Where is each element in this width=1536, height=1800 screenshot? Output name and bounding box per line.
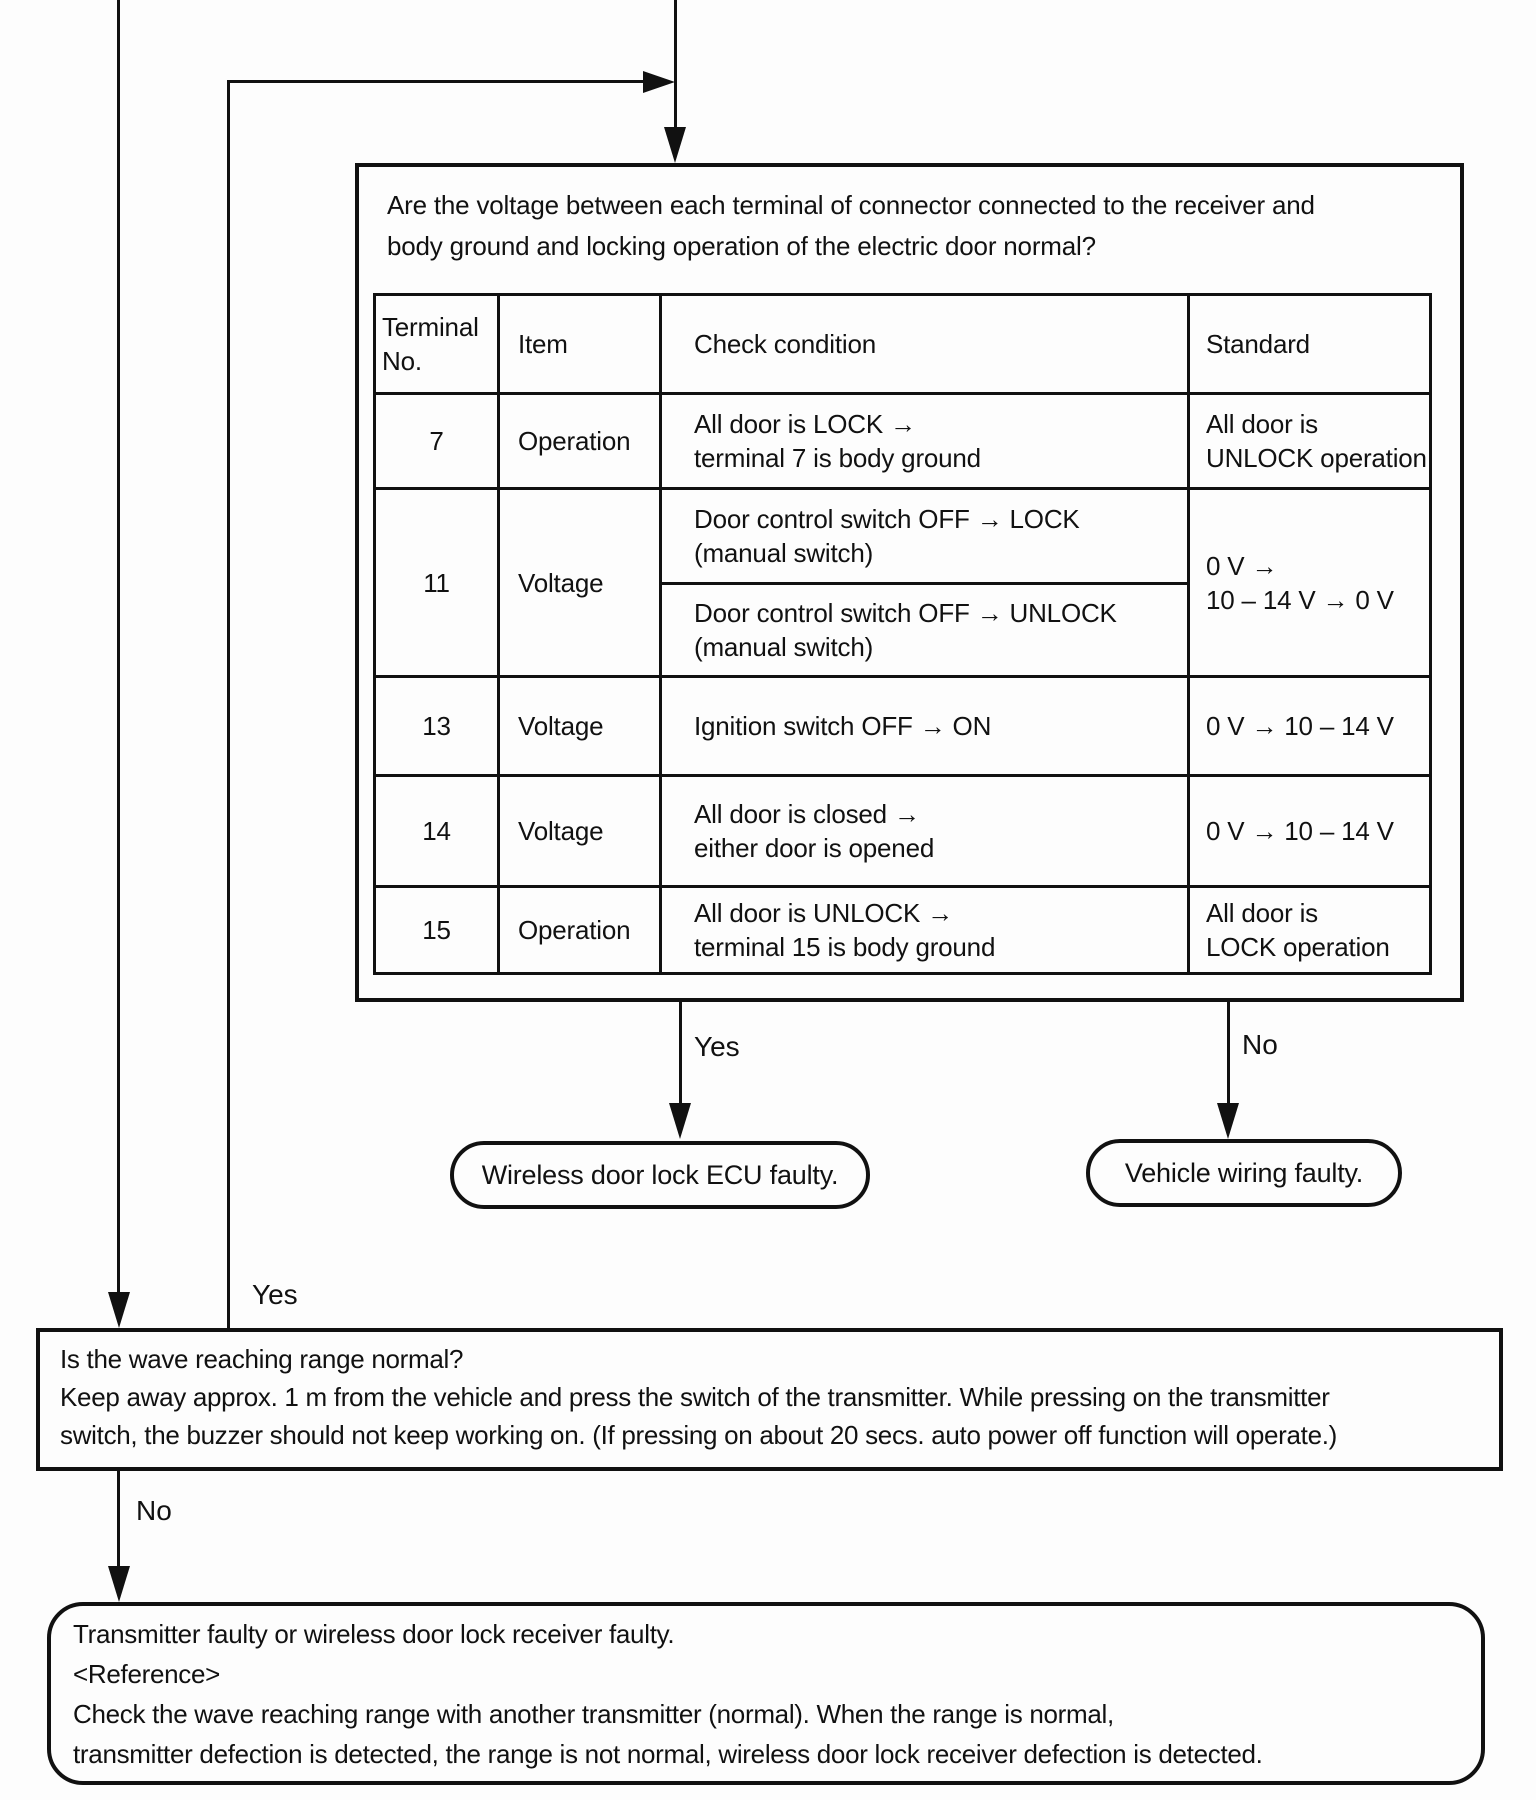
table-cell-row15-standard: All door is LOCK operation — [1206, 898, 1390, 962]
question-box: Are the voltage between each terminal of… — [355, 163, 1464, 1002]
table-cell-row15-item: Operation — [500, 888, 662, 972]
table-cell-row15-check: All door is UNLOCK → terminal 15 is body… — [662, 888, 1190, 972]
arrowhead-yes-loop — [643, 71, 675, 93]
terminal-ecu-faulty: Wireless door lock ECU faulty. — [450, 1141, 870, 1209]
table-cell-row11-standard: 0 V → 10 – 14 V → 0 V — [1190, 490, 1429, 678]
table-cell-row7-item: Operation — [500, 395, 662, 490]
flow-line-branch-no — [1227, 1002, 1230, 1103]
table-cell-row11-check-lock: Door control switch OFF → LOCK (manual s… — [662, 490, 1190, 585]
flow-line-entry-left — [117, 0, 120, 1292]
arrowhead-branch-no — [1217, 1103, 1239, 1139]
arrowhead-into-question-box — [664, 127, 686, 163]
table-header-standard: Standard — [1190, 296, 1429, 395]
arrowhead-branch-yes — [669, 1103, 691, 1139]
table-header-item: Item — [500, 296, 662, 395]
flow-line-wave-no — [117, 1471, 120, 1566]
result-box: Transmitter faulty or wireless door lock… — [47, 1602, 1485, 1785]
question-text: Are the voltage between each terminal of… — [387, 190, 1315, 261]
flow-line-branch-yes — [679, 1002, 682, 1103]
arrowhead-into-result-box — [108, 1566, 130, 1602]
table-cell-row11-terminal: 11 — [376, 490, 500, 678]
flow-line-yes-loop-vertical — [227, 80, 230, 1328]
table-cell-row7-standard: All door is UNLOCK operation — [1190, 395, 1429, 490]
table-cell-row13-terminal: 13 — [376, 678, 500, 777]
table-cell-row11-item: Voltage — [500, 490, 662, 678]
result-text: Transmitter faulty or wireless door lock… — [73, 1619, 1263, 1769]
arrowhead-into-wave-box — [108, 1292, 130, 1328]
wave-question-text: Is the wave reaching range normal? Keep … — [60, 1344, 1338, 1450]
table-header-check-condition: Check condition — [662, 296, 1190, 395]
flow-line-entry-top — [674, 0, 677, 127]
table-cell-row14-terminal: 14 — [376, 777, 500, 888]
table-cell-row13-item: Voltage — [500, 678, 662, 777]
label-loop-yes: Yes — [252, 1279, 298, 1310]
label-wave-no: No — [136, 1495, 172, 1526]
table-cell-row15-terminal: 15 — [376, 888, 500, 972]
table-cell-row14-check: All door is closed → either door is open… — [662, 777, 1190, 888]
check-table: Terminal No. Item Check condition Standa… — [373, 293, 1432, 975]
table-cell-row7-terminal: 7 — [376, 395, 500, 490]
table-cell-row11-check-unlock: Door control switch OFF → UNLOCK (manual… — [662, 585, 1190, 678]
flow-line-yes-loop-horizontal — [227, 80, 645, 83]
table-cell-row14-item: Voltage — [500, 777, 662, 888]
label-branch-yes: Yes — [694, 1031, 740, 1062]
table-header-terminal-no: Terminal No. — [376, 296, 500, 395]
table-cell-row13-standard: 0 V → 10 – 14 V — [1190, 678, 1429, 777]
table-cell-row14-standard: 0 V → 10 – 14 V — [1190, 777, 1429, 888]
label-branch-no: No — [1242, 1029, 1278, 1060]
table-cell-row13-check: Ignition switch OFF → ON — [662, 678, 1190, 777]
table-cell-row7-check: All door is LOCK → terminal 7 is body gr… — [662, 395, 1190, 490]
terminal-vehicle-wiring-faulty: Vehicle wiring faulty. — [1086, 1139, 1402, 1207]
wave-question-box: Is the wave reaching range normal? Keep … — [36, 1328, 1503, 1471]
